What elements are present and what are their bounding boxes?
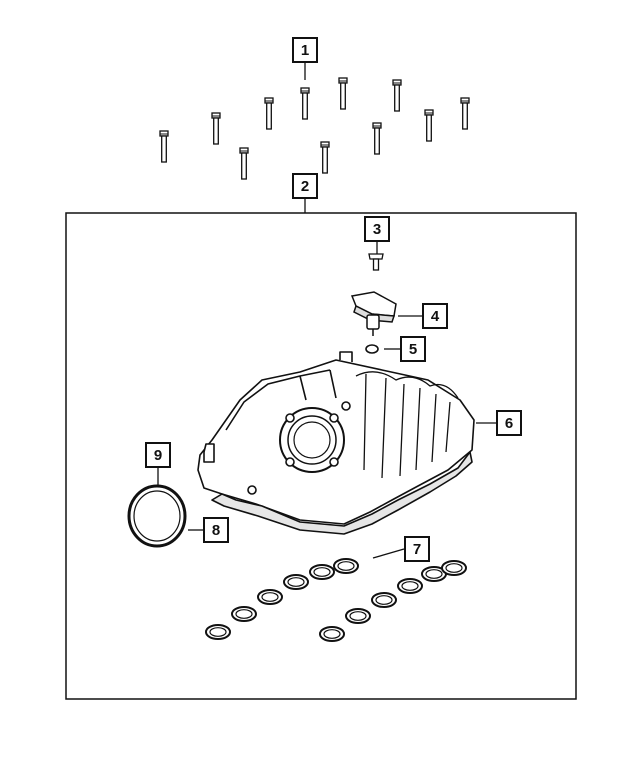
screw [368, 253, 384, 271]
callout-9: 9 [145, 442, 171, 468]
callout-5: 5 [400, 336, 426, 362]
bolt-group [159, 77, 470, 180]
callout-4: 4 [422, 303, 448, 329]
o-ring [365, 344, 379, 354]
callout-8: 8 [203, 517, 229, 543]
assembly-frame [65, 212, 577, 700]
throttle-gasket [127, 484, 187, 548]
callout-2: 2 [292, 173, 318, 199]
intake-manifold [197, 351, 475, 535]
callout-1: 1 [292, 37, 318, 63]
callout-7: 7 [404, 536, 430, 562]
callout-6: 6 [496, 410, 522, 436]
callout-3: 3 [364, 216, 390, 242]
map-sensor [350, 291, 397, 336]
